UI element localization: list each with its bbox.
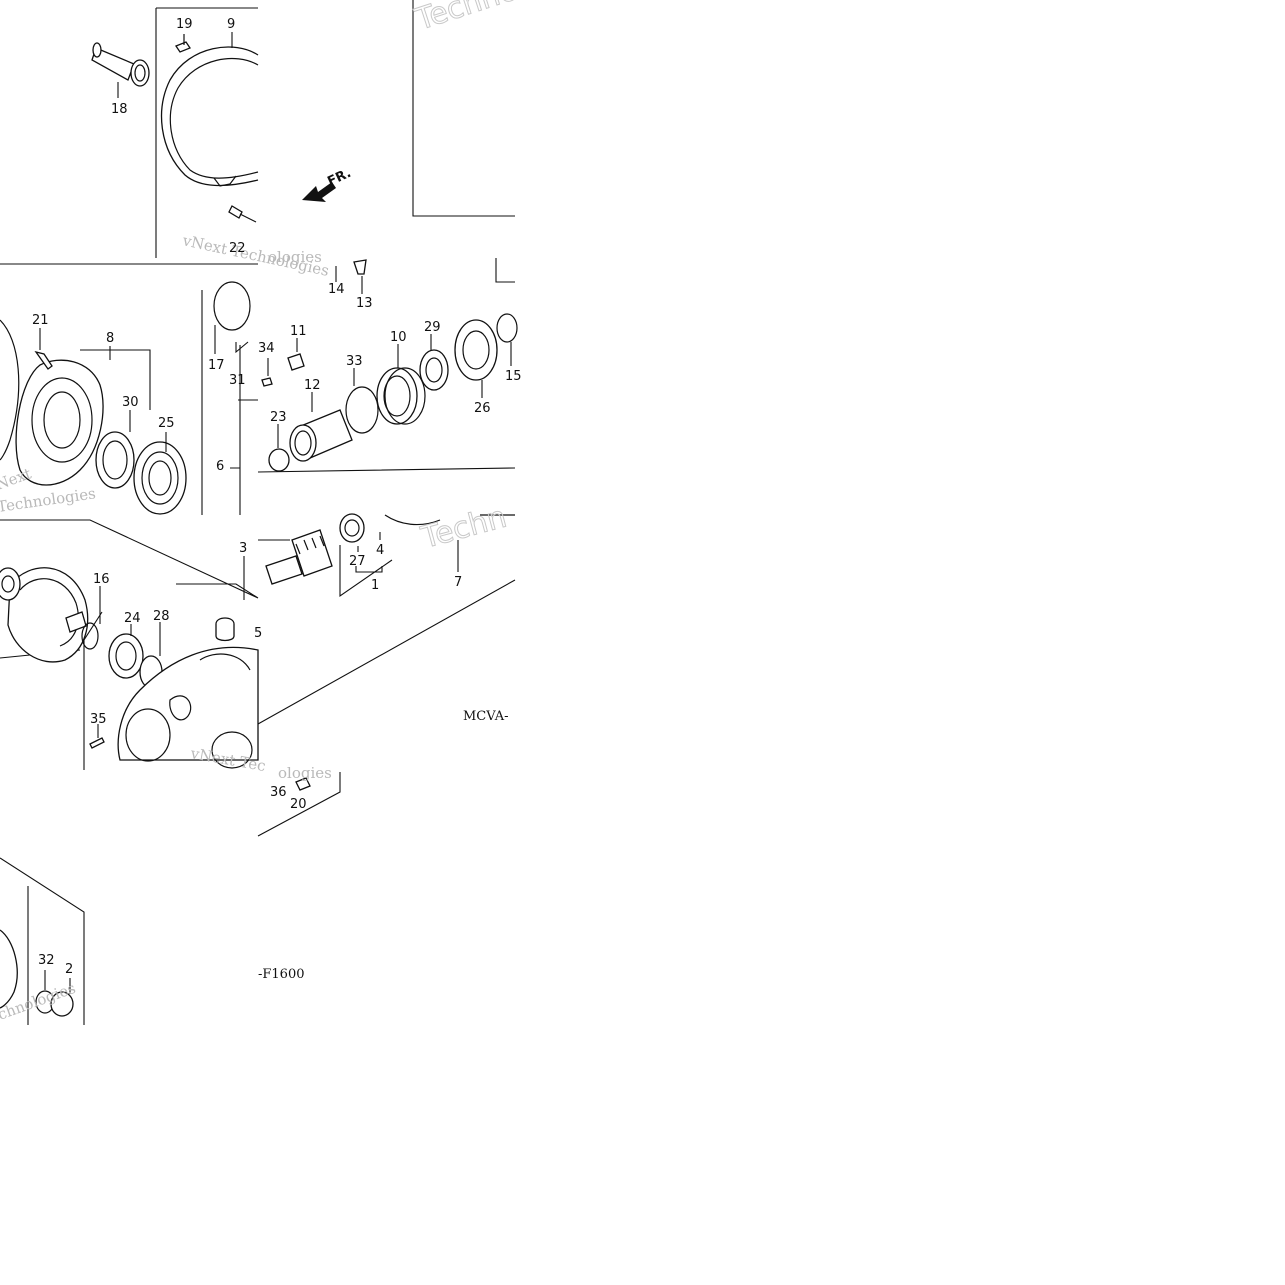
callout-35: 35: [90, 712, 107, 727]
watermark: ologies: [278, 764, 332, 782]
callout-25: 25: [158, 416, 175, 431]
watermark: Next: [0, 464, 34, 493]
callout-10: 10: [390, 330, 407, 345]
housing: [117, 646, 259, 769]
callout-1: 1: [371, 578, 379, 593]
part-30-seal: [95, 431, 135, 489]
callout-9: 9: [227, 17, 235, 32]
callout-28: 28: [153, 609, 170, 624]
callout-31: 31: [229, 373, 246, 388]
callout-22: 22: [229, 241, 246, 256]
watermark-large: Techn: [417, 500, 510, 556]
callout-16: 16: [93, 572, 110, 587]
part-8-cover: [0, 319, 104, 486]
callout-21: 21: [32, 313, 49, 328]
tile-d: ologies: [257, 248, 518, 473]
watermark: ologies: [268, 248, 322, 266]
callout-18: 18: [111, 102, 128, 117]
part-22-bolt: [228, 205, 257, 223]
watermark-large: Techno: [411, 0, 522, 38]
callout-12: 12: [304, 378, 321, 393]
callout-33: 33: [346, 354, 363, 369]
callout-23: 23: [270, 410, 287, 425]
callout-36: 36: [270, 785, 287, 800]
callout-5: 5: [254, 626, 262, 641]
callout-17: 17: [208, 358, 225, 373]
watermark: Technologies: [0, 484, 97, 516]
callout-30: 30: [122, 395, 139, 410]
tile-e: vNext Tec: [0, 519, 267, 775]
callout-24: 24: [124, 611, 141, 626]
callout-13: 13: [356, 296, 373, 311]
callout-3: 3: [239, 541, 247, 556]
part-18-sleeve: [91, 42, 150, 87]
callout-11: 11: [290, 324, 307, 339]
part-9-band: [160, 32, 259, 187]
part-26-bearing: [454, 319, 498, 381]
callout-4: 4: [376, 543, 384, 558]
callout-20: 20: [290, 797, 307, 812]
callout-8: 8: [106, 331, 114, 346]
diagram-code-left: MCVA-: [463, 709, 509, 724]
front-arrow-icon: [302, 182, 336, 202]
callout-29: 29: [424, 320, 441, 335]
part-12-sleeve: [289, 409, 353, 462]
ring-gear: [0, 567, 89, 663]
part-10-splined-ring: [376, 367, 426, 425]
tile-a: vNext Technologies: [91, 7, 331, 280]
tile-g: ologies: [257, 764, 341, 837]
callout-32: 32: [38, 953, 55, 968]
callout-19: 19: [176, 17, 193, 32]
part-19-bolt: [175, 34, 191, 53]
callout-14: 14: [328, 282, 345, 297]
tile-c: Next Technologies: [0, 263, 258, 516]
pinion-shaft: [265, 529, 333, 585]
diagram-code-right: -F1600: [258, 967, 305, 982]
callout-2: 2: [65, 962, 73, 977]
tile-b: Techno FR.: [302, 0, 522, 217]
callout-26: 26: [474, 401, 491, 416]
callout-15: 15: [505, 369, 522, 384]
callout-27: 27: [349, 554, 366, 569]
front-marker-label: FR.: [325, 166, 353, 190]
callout-labels: 1 2 3 4 5 6 7 8 9 10 11 12 13 14 15 16 1…: [32, 17, 522, 977]
callout-6: 6: [216, 459, 224, 474]
callout-34: 34: [258, 341, 275, 356]
part-25-bearing: [133, 441, 187, 515]
tile-h: chnologies: [0, 857, 85, 1025]
tile-f: Techn: [257, 499, 516, 725]
callout-7: 7: [454, 575, 462, 590]
